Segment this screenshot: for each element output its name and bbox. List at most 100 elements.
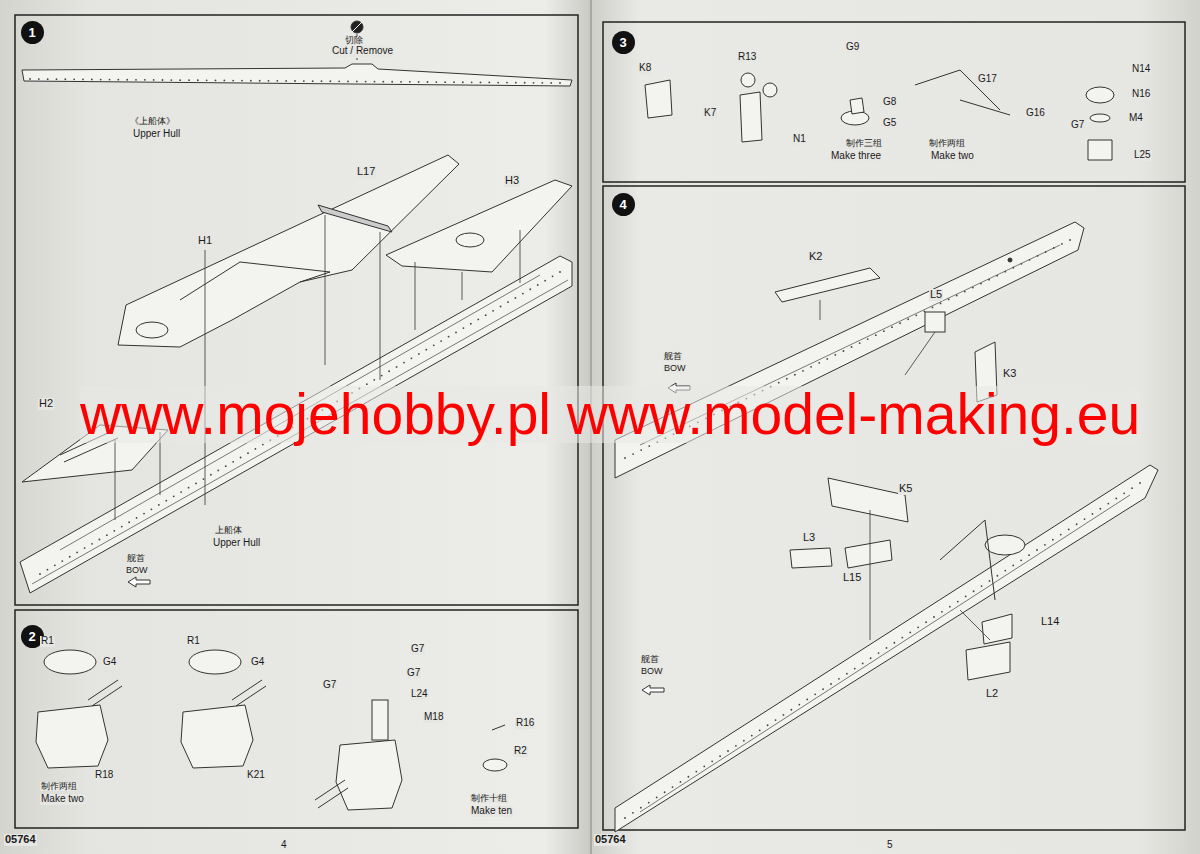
bow-arrow: [642, 685, 664, 695]
hull-portholes: [492, 310, 494, 312]
part-number: R18: [94, 770, 114, 781]
small-parts: [960, 70, 1000, 110]
hull-portholes: [802, 370, 804, 372]
hull-portholes: [144, 79, 146, 81]
part-number: G7: [322, 680, 337, 691]
part-number: N16: [1131, 89, 1151, 100]
hull-portholes: [47, 78, 49, 80]
hull-portholes: [158, 504, 160, 506]
hull-portholes: [153, 79, 155, 81]
part-number: G5: [882, 118, 897, 129]
hull-portholes: [923, 310, 925, 312]
hull-portholes: [915, 314, 917, 316]
hull-portholes: [268, 80, 270, 82]
cut-note: 切除: [344, 36, 364, 45]
hull-portholes: [247, 452, 249, 454]
step-number: 1: [21, 21, 44, 44]
hull-portholes: [312, 80, 314, 82]
bow-label: 舰首: [126, 554, 146, 563]
hull-portholes: [786, 378, 788, 380]
step-panels: [603, 22, 1185, 182]
hull-portholes: [624, 457, 626, 459]
hull-portholes: [47, 569, 49, 571]
hull-portholes: [391, 81, 393, 83]
hull-portholes: [241, 80, 243, 82]
part-number: H3: [504, 175, 520, 187]
hull-portholes: [471, 81, 473, 83]
small-parts: [36, 705, 108, 768]
hull-portholes: [329, 80, 331, 82]
part-name: 上船体: [214, 526, 243, 535]
hull-portholes: [82, 79, 84, 81]
kit-number: 05764: [4, 834, 37, 846]
part-number: R16: [515, 718, 535, 729]
hull-portholes: [180, 491, 182, 493]
hull-portholes: [427, 81, 429, 83]
hull-portholes: [632, 812, 634, 814]
hull-portholes: [210, 474, 212, 476]
hull-portholes: [893, 642, 895, 644]
assembly-leader-lines: [960, 610, 990, 640]
hull-portholes: [151, 508, 153, 510]
hull-portholes: [917, 626, 919, 628]
hull-portholes: [217, 470, 219, 472]
part-number: K5: [898, 483, 913, 495]
part-number: G7: [1070, 120, 1085, 131]
hull-portholes: [727, 750, 729, 752]
page-number: 4: [280, 840, 288, 851]
hull-portholes: [956, 295, 958, 297]
step-panels: [15, 610, 578, 828]
hull-portholes: [338, 80, 340, 82]
hull-portholes: [886, 647, 888, 649]
hull-portholes: [381, 375, 383, 377]
small-parts: [790, 548, 832, 568]
hull-portholes: [1036, 549, 1038, 551]
small-parts: [828, 478, 908, 522]
hull-portholes: [250, 80, 252, 82]
quantity-note: Make two: [40, 794, 85, 805]
hull-portholes: [232, 461, 234, 463]
hull-portholes: [223, 80, 225, 82]
hull-portholes: [901, 637, 903, 639]
hull-portholes: [775, 719, 777, 721]
hull-portholes: [39, 573, 41, 575]
hull-portholes: [170, 79, 172, 81]
hull-portholes: [179, 79, 181, 81]
hull-drawing: [20, 21, 1158, 832]
hull-portholes: [255, 448, 257, 450]
hull-portholes: [838, 678, 840, 680]
assembly-leader-lines: [380, 232, 381, 380]
hull-portholes: [932, 306, 934, 308]
quantity-note: Make three: [830, 151, 882, 162]
hull-portholes: [552, 275, 554, 277]
hull-portholes: [1123, 492, 1125, 494]
part-number: L2: [985, 688, 999, 700]
hull-portholes: [965, 595, 967, 597]
small-parts: [966, 642, 1010, 680]
hull-portholes: [972, 287, 974, 289]
hull-portholes: [56, 78, 58, 80]
hull-portholes: [1044, 544, 1046, 546]
hull-portholes: [846, 673, 848, 675]
hull-portholes: [109, 79, 111, 81]
hull-portholes: [957, 601, 959, 603]
part-number: M4: [1128, 113, 1144, 124]
part-number: R1: [186, 636, 201, 647]
hull-portholes: [695, 771, 697, 773]
hull-drawing: [615, 465, 1158, 832]
hull-portholes: [433, 344, 435, 346]
hull-portholes: [1131, 487, 1133, 489]
hull-drawing: [456, 233, 484, 247]
hull-drawing: [22, 64, 572, 86]
small-parts: [850, 98, 864, 114]
hull-portholes: [672, 786, 674, 788]
part-number: M18: [423, 712, 444, 723]
hull-portholes: [1107, 503, 1109, 505]
hull-drawing: [985, 535, 1025, 555]
small-parts: [92, 686, 122, 706]
hull-portholes: [648, 802, 650, 804]
hull-portholes: [195, 483, 197, 485]
hull-portholes: [100, 79, 102, 81]
bow-label: BOW: [663, 364, 687, 373]
hull-portholes: [396, 366, 398, 368]
